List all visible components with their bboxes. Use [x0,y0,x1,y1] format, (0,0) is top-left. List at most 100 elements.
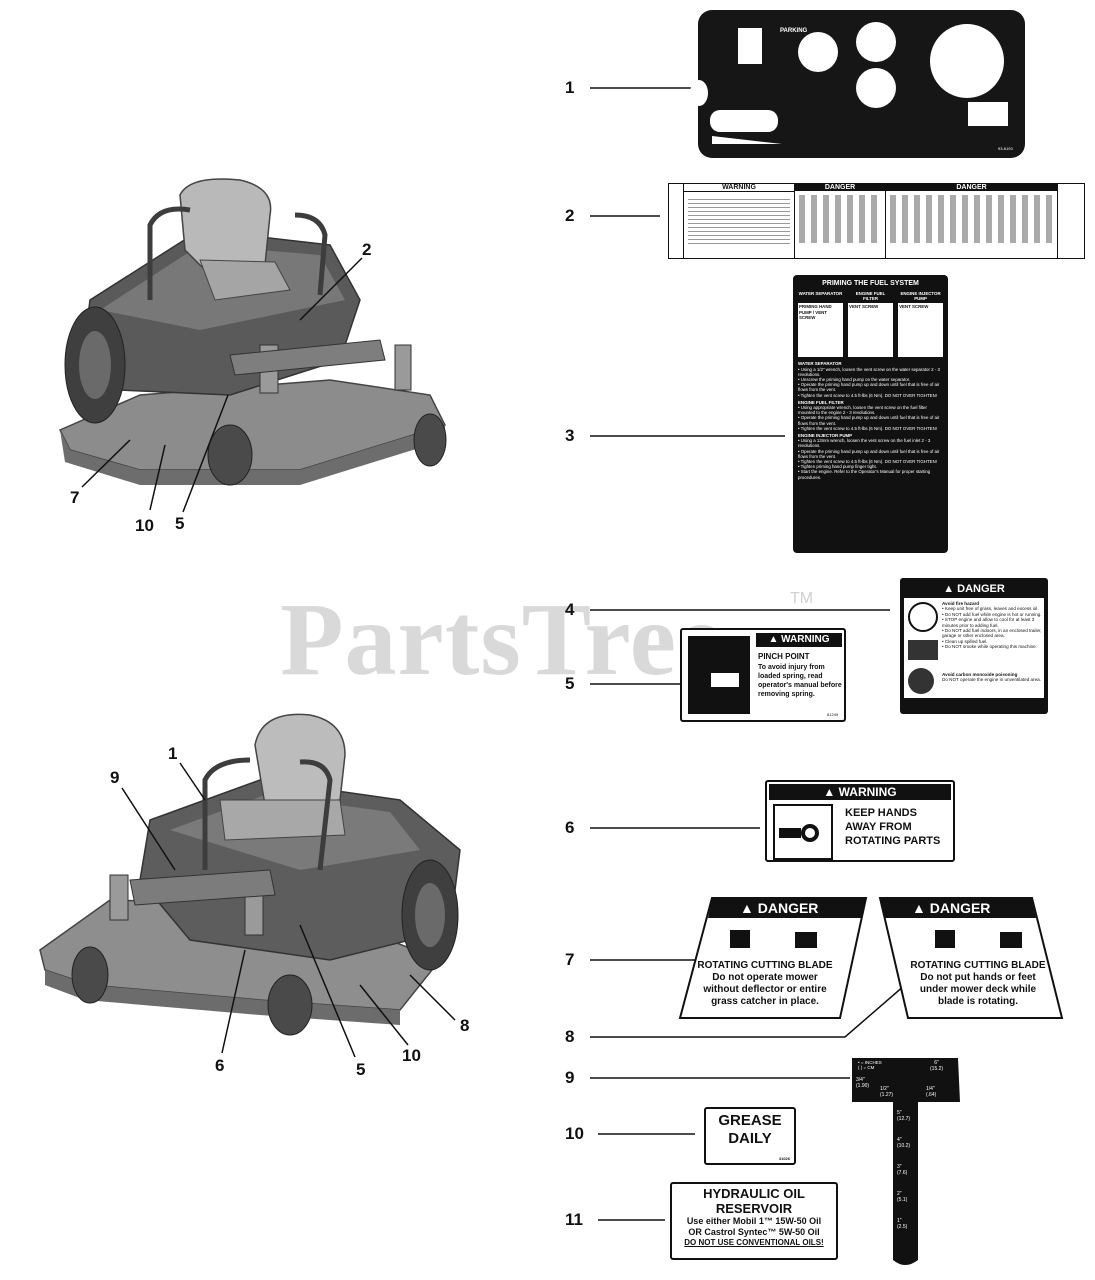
gauge-mark-14-in: 1/4" [926,1086,935,1092]
gauge-mark-4-in: 4" [897,1137,902,1143]
decal-3-priming-fuel-system: PRIMING THE FUEL SYSTEM WATER SEPARATOR … [793,275,948,553]
bottom-callout-1: 1 [168,744,178,763]
gauge-mark-2-cm: (5.1) [897,1197,908,1203]
top-callout-10: 10 [135,516,154,535]
priming-col-2: ENGINE FUEL FILTER [855,291,886,302]
blade8-header-text: DANGER [929,900,991,916]
decal-2-warning-strip: WARNING DANGER DANGER [668,183,1085,259]
hour-meter-hole [930,24,1004,98]
priming-s3-line-1: • Using a 13mm wrench, loosen the vent s… [798,438,931,449]
bottom-callout-10: 10 [402,1046,421,1065]
strip-danger-header-b: DANGER [886,184,1057,191]
strip-warning-panel: WARNING [684,184,795,258]
priming-s3-line-4: • Tighten priming hand pump finger tight… [798,464,877,470]
gauge-mark-12-cm: (1.27) [880,1092,894,1098]
priming-fig-3: VENT SCREW [898,303,943,358]
co-line: Do NOT operate the engine in unventilate… [942,677,1042,683]
gauge-mark-1-cm: (2.5) [897,1224,908,1230]
gauge-hole-lower [856,68,896,108]
mower-leader-lines [81,257,456,1058]
top-mower-illustration [58,178,447,486]
gauge-mark-6-in: 6" [934,1060,939,1066]
pinch-body: To avoid injury from loaded spring, read… [758,664,842,698]
co-poison-icon [908,668,934,694]
bottom-callout-9: 9 [110,768,120,787]
strip-danger-panel-a: DANGER [795,184,886,258]
rotating-parts-line-3: ROTATING PARTS [845,835,941,847]
gauge-mark-3-cm: (7.6) [897,1170,908,1176]
priming-title: PRIMING THE FUEL SYSTEM [822,280,919,287]
grease-line-1: GREASE [718,1112,782,1129]
grease-line-2: DAILY [728,1130,772,1147]
priming-s1-title: WATER SEPARATOR [798,361,842,367]
rotating-parts-icon [773,804,833,860]
callout-9: 9 [565,1068,575,1087]
parking-brake-slot [738,28,762,64]
gauge-mark-2: 2" (5.1) [897,1191,907,1203]
parking-label: PARKING [780,28,808,34]
callout-10: 10 [565,1124,584,1143]
blade7-line-3: grass catcher in place. [711,996,819,1007]
callout-3: 3 [565,426,575,445]
gauge-mark-6: 6" (15.2) [930,1060,943,1072]
priming-s1-line-2: • Unscrew the priming hand pump on the w… [798,377,911,383]
hydraulic-line-4: OR Castrol Syntec™ 5W-50 Oil [688,1227,820,1237]
decal-10-grease-daily: GREASE DAILY 31026 [704,1107,796,1165]
decal4-header-text: DANGER [957,583,1005,595]
throttle-wedge [712,136,782,144]
pinch-header: ▲ WARNING [756,633,842,647]
priming-fig-2-label: VENT SCREW [849,304,879,310]
callout-5: 5 [565,674,575,693]
callout-11: 11 [565,1210,583,1229]
priming-s2-line-1: • Using appropriate wrench, loosen the v… [798,405,927,416]
blade8-line-2: under mower deck while [919,984,1037,995]
switch-rect [968,102,1008,126]
gauge-mark-6-cm: (15.2) [930,1066,944,1072]
strip-warning-header: WARNING [684,184,794,192]
strip-arrows-right [1058,184,1084,258]
blade7-header: ▲ DANGER [740,900,819,916]
gauge-mark-1-in: 1" [897,1218,902,1224]
decal1-code: 93-6193 [998,146,1013,151]
blade-hand-foot-icons [730,930,1022,948]
strip-danger-pictos-b [890,195,1053,243]
gauge-units: • = INCHES ( ) = CM [858,1060,882,1070]
gauge-mark-2-in: 2" [897,1191,902,1197]
gauge-mark-5-in: 5" [897,1110,902,1116]
hydraulic-line-3: Use either Mobil 1™ 15W-50 Oil [686,1216,822,1226]
bottom-callout-6: 6 [215,1056,225,1075]
gauge-mark-4: 4" (10.2) [897,1137,910,1149]
bottom-callout-5: 5 [356,1060,366,1079]
gauge-mark-34-in: 3/4" [856,1077,865,1083]
blade8-line-3: blade is rotating. [937,996,1018,1007]
callout-6: 6 [565,818,575,837]
priming-fig-2: VENT SCREW [848,303,893,358]
decal-leader-lines [590,87,906,1221]
rotating-parts-line-2: AWAY FROM [845,821,912,833]
top-callout-7: 7 [70,488,80,507]
gauge-mark-3-in: 3" [897,1164,902,1170]
strip-danger-pictos-a [799,195,881,243]
gauge-mark-1: 1" (2.5) [897,1218,907,1230]
pinch-arrow-icon [710,672,740,688]
top-callout-2: 2 [362,240,372,259]
priming-fig-1-label: PRIMING HAND PUMP / VENT SCREW [799,304,832,320]
priming-col-3: ENGINE INJECTOR PUMP [900,291,941,302]
gauge-mark-34: 3/4" (1.90) [856,1077,869,1089]
gauge-mark-12-in: 1/2" [880,1086,889,1092]
priming-s3-line-3: • Tighten the vent screw to 4.5 ft-lbs (… [798,459,937,465]
gauge-mark-34-cm: (1.90) [856,1083,870,1089]
priming-s1-line-1: • Using a 1/2" wrench, loosen the vent s… [798,366,940,377]
fire-line-5: • Clean up spilled fuel. [942,638,988,644]
decal4-header: ▲ DANGER [904,582,1044,596]
fire-line-6: • Do NOT smoke while operating this mach… [942,644,1037,650]
priming-s3-title: ENGINE INJECTOR PUMP [798,433,853,439]
gauge-mark-14-cm: (.64) [926,1092,937,1098]
decal-4-danger-fire: ▲ DANGER Avoid fire hazard • Keep unit f… [900,578,1048,714]
hydraulic-line-5: DO NOT USE CONVENTIONAL OILS! [684,1238,824,1247]
blade8-header: ▲ DANGER [912,900,991,916]
gauge-mark-5-cm: (12.7) [897,1116,911,1122]
